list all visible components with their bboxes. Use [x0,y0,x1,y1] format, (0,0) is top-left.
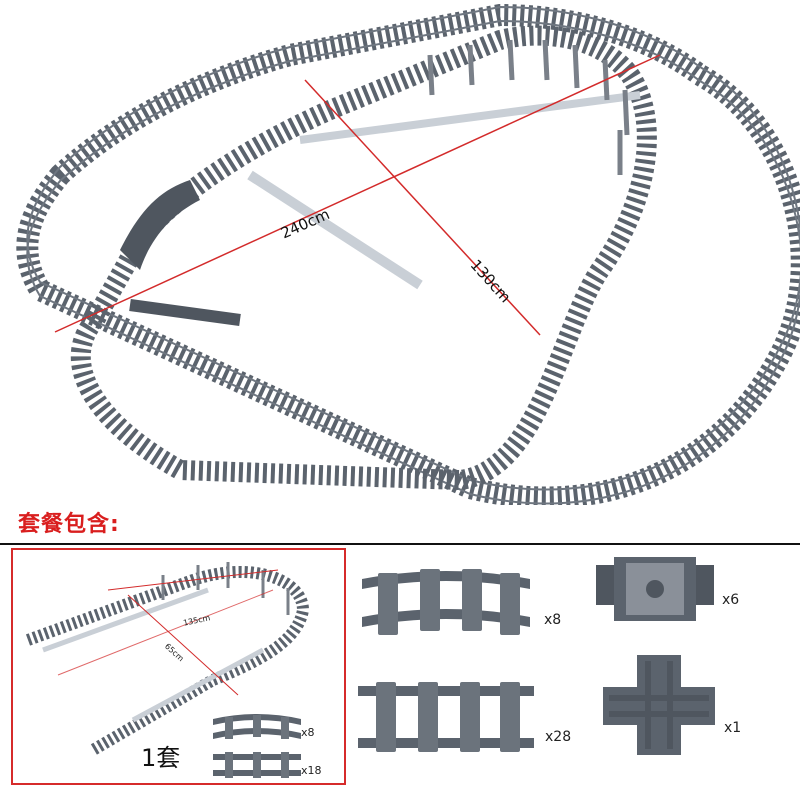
support-pillars [427,39,630,175]
width-measure-line [304,79,541,336]
package-contents-title: 套餐包含: [18,512,120,537]
inset-curve-piece [213,714,301,739]
elevated-set-photo [25,562,310,756]
inner-elevated-loop [70,25,657,491]
outer-track-loop [16,3,800,505]
straight-track-qty: x28 [545,729,572,745]
switch-section [120,180,200,270]
inset-straight-qty: x18 [301,764,322,777]
flexible-switch-qty: x6 [722,592,740,608]
crossing-qty: x1 [724,720,742,736]
curved-track-qty: x8 [544,612,562,628]
length-measure-line [54,54,661,333]
curved-track-piece [362,569,530,635]
inset-curve-qty: x8 [301,726,315,739]
inset-straight-piece [213,752,301,778]
straight-track-piece [358,682,534,752]
crossing-piece [603,655,715,755]
set-count-label: 1套 [141,744,181,772]
section-divider [0,543,800,545]
elevated-set-inset: 135cm 65cm 1套 x8 x18 [11,548,346,785]
flexible-switch-piece [596,557,714,621]
track-layout-photo [16,3,800,505]
